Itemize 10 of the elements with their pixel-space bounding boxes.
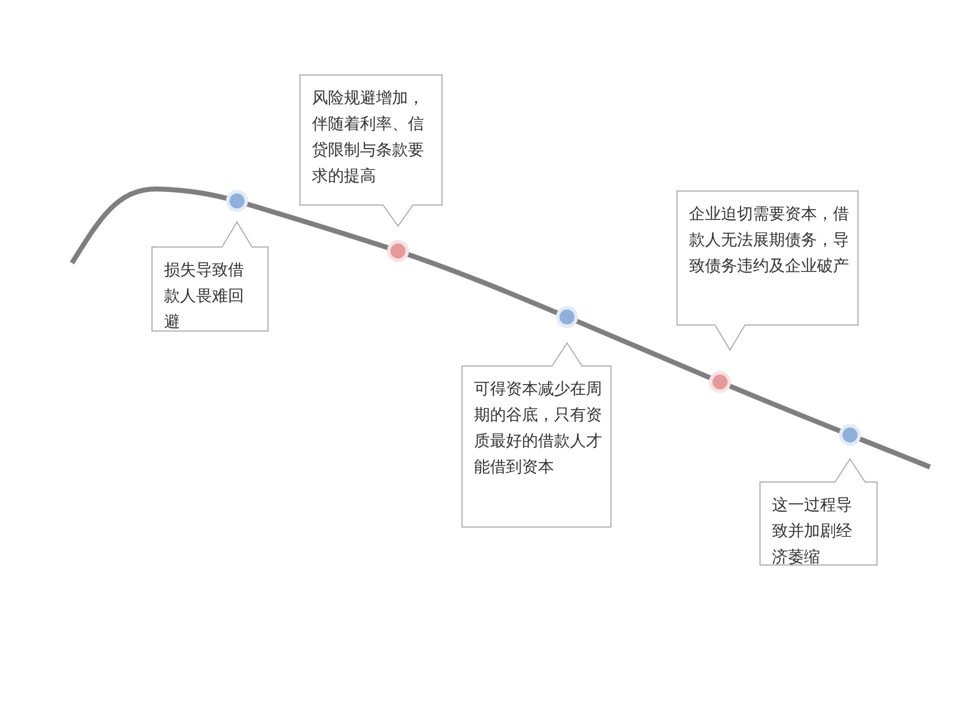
- callout-box: [760, 459, 878, 566]
- callout-text: 企业迫切需要资本，借款人无法展期债务，导致债务违约及企业破产: [689, 203, 850, 277]
- callout-box: [152, 222, 269, 332]
- callout-box: [677, 191, 859, 351]
- callout-text: 这一过程导致并加剧经济萎缩: [772, 494, 853, 568]
- callout-box: [300, 75, 443, 227]
- callout-text: 损失导致借款人畏难回避: [164, 259, 245, 333]
- callout-text: 可得资本减少在周期的谷底，只有资质最好的借款人才能借到资本: [474, 378, 603, 478]
- callout-box: [462, 343, 612, 528]
- callout-text: 风险规避增加，伴随着利率、信贷限制与条款要求的提高: [312, 87, 425, 187]
